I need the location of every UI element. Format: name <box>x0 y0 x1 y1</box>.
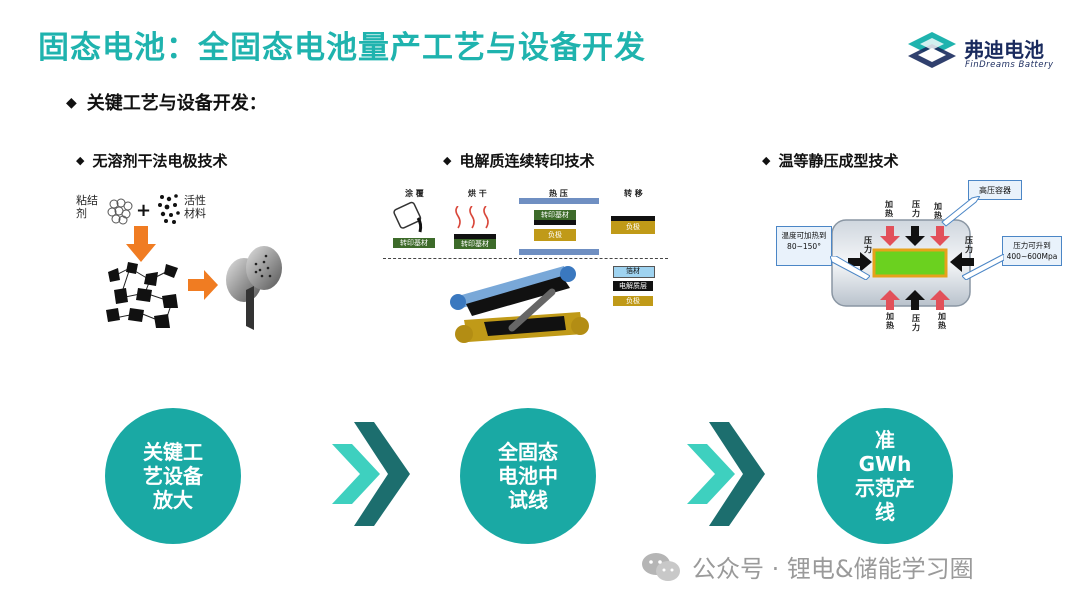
roll-to-roll-machine-icon <box>450 266 589 343</box>
legend-electrolyte-swatch <box>613 281 653 291</box>
pressure-label: 压力 <box>912 200 920 218</box>
press-substrate <box>534 210 576 220</box>
diamond-bullet-icon: ◆ <box>443 154 452 167</box>
pressure-callout: 压力可升到 400~600Mpa <box>1002 236 1062 266</box>
heat-label: 加热 <box>934 202 942 220</box>
roadmap-step-scale-up: 关键工艺设备放大 <box>105 408 241 544</box>
watermark: 公众号 · 锂电&储能学习圈 <box>640 549 974 584</box>
mixture-particles-icon <box>106 262 178 328</box>
dried-substrate <box>454 239 496 249</box>
heat-label: 加热 <box>938 312 946 330</box>
diamond-bullet-icon: ◆ <box>762 154 771 167</box>
heat-label: 加热 <box>886 312 894 330</box>
press-electrolyte <box>534 220 576 225</box>
tech-title: 温等静压成型技术 <box>778 152 899 170</box>
logo-subtext: FinDreams Battery <box>965 60 1054 70</box>
legend-electrolyte-label: 电解质层 <box>619 282 647 290</box>
anode-tag: 负极 <box>548 231 562 239</box>
press-top-plate <box>519 198 599 204</box>
callout-pointer-icon <box>830 256 870 280</box>
active-material-particles-icon <box>158 194 180 224</box>
legend-anode-swatch <box>613 296 653 306</box>
diamond-bullet-icon: ◆ <box>76 154 85 167</box>
tech-heading-isostatic: ◆ 温等静压成型技术 <box>762 150 898 171</box>
brand-logo: 弗迪电池 FinDreams Battery <box>906 30 1056 80</box>
coating-bucket-icon <box>393 201 423 233</box>
temperature-callout: 温度可加热到 80~150° <box>776 226 832 266</box>
section-heading-text: 关键工艺与设备开发： <box>86 93 267 114</box>
press-bottom-plate <box>519 249 599 255</box>
transferred-electrolyte <box>611 216 655 221</box>
legend-foil-label: 箔材 <box>626 267 640 275</box>
roadmap-step-gwh-line: 准GWh示范产线 <box>817 408 953 544</box>
roadmap-step-text: 准GWh示范产线 <box>855 428 915 524</box>
left-pressure-arrow-icon <box>848 252 872 272</box>
substrate-tag: 转印基材 <box>400 239 428 247</box>
right-pressure-arrow-icon <box>950 252 974 272</box>
chevron-right-icon <box>687 422 765 526</box>
roller-press-icon <box>226 246 282 330</box>
tech-heading-dry-electrode: ◆ 无溶剂干法电极技术 <box>76 150 227 171</box>
step-dry-label: 烘 干 <box>468 189 487 198</box>
divider-dashed <box>383 258 668 259</box>
legend-anode-label: 负极 <box>626 297 640 305</box>
binder-label: 粘结剂 <box>76 194 98 220</box>
logo-text: 弗迪电池 <box>964 38 1044 62</box>
section-heading: ◆ 关键工艺与设备开发： <box>66 89 267 115</box>
plus-icon: + <box>136 200 152 221</box>
transferred-anode <box>611 221 655 234</box>
watermark-text: 公众号 · 锂电&储能学习圈 <box>692 555 974 583</box>
diamond-bullet-icon: ◆ <box>66 95 77 111</box>
heat-waves-icon <box>455 206 489 229</box>
tech-heading-transfer: ◆ 电解质连续转印技术 <box>443 150 594 171</box>
substrate-tag: 转印基材 <box>541 211 569 219</box>
step-transfer-label: 转 移 <box>624 189 643 198</box>
legend-foil-swatch <box>613 266 655 278</box>
chevron-right-icon <box>332 422 410 526</box>
tech-title: 无溶剂干法电极技术 <box>92 152 228 170</box>
callout-pointer-icon <box>962 254 1004 280</box>
tech-title: 电解质连续转印技术 <box>459 152 595 170</box>
step-press-label: 热 压 <box>549 189 568 198</box>
roadmap-step-pilot-line: 全固态电池中试线 <box>460 408 596 544</box>
right-arrow-icon <box>188 270 218 300</box>
electrolyte-layer <box>454 234 496 239</box>
page-title: 固态电池：全固态电池量产工艺与设备开发 <box>38 30 646 66</box>
vessel-callout: 高压容器 <box>968 180 1022 200</box>
active-material-label: 活性材料 <box>184 194 206 220</box>
anode-tag: 负极 <box>626 223 640 231</box>
substrate-tag: 转印基材 <box>461 240 489 248</box>
down-arrow-icon <box>126 226 156 262</box>
pressure-arrows-icon <box>880 226 950 310</box>
logo-mark-icon <box>908 32 956 68</box>
pressure-label: 压力 <box>912 314 920 332</box>
roadmap-step-text: 全固态电池中试线 <box>498 440 558 512</box>
step-coat-label: 涂 覆 <box>405 189 424 198</box>
wechat-icon <box>642 552 680 581</box>
binder-particles-icon <box>107 198 133 225</box>
press-anode <box>534 229 576 241</box>
pressure-label: 压力 <box>864 236 872 254</box>
callout-pointer-icon <box>941 196 980 227</box>
heat-label: 加热 <box>885 200 893 218</box>
roadmap-step-text: 关键工艺设备放大 <box>143 440 203 512</box>
pressure-label: 压力 <box>965 236 973 254</box>
coated-substrate <box>393 238 435 248</box>
